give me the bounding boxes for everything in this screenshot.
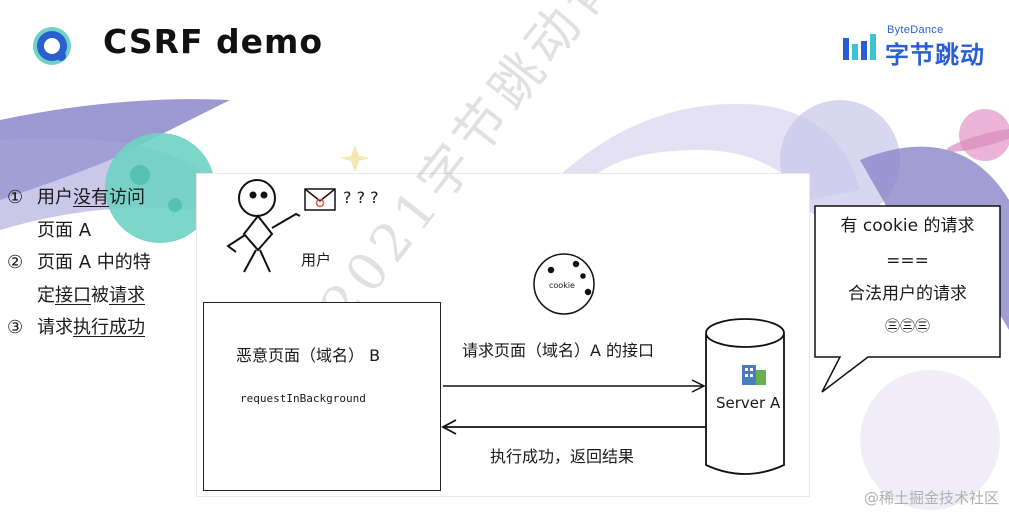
page-b-title: 恶意页面（域名） B xyxy=(236,346,381,365)
brand-name-cn: 字节跳动 xyxy=(885,41,985,69)
user-label: 用户 xyxy=(301,251,332,269)
mail-envelope-icon xyxy=(304,188,336,211)
response-label: 执行成功，返回结果 xyxy=(490,447,635,466)
question-marks: ? ? ? xyxy=(343,188,379,207)
response-arrow xyxy=(441,419,706,435)
bubble-line-3: 合法用户的请求 xyxy=(848,284,967,304)
footer-watermark: @稀土掘金技术社区 xyxy=(863,489,999,507)
cookie-icon xyxy=(533,253,595,315)
page-title: CSRF demo xyxy=(103,22,324,61)
brand-name-en: ByteDance xyxy=(887,24,944,36)
step-1-line-2: 页面 A xyxy=(37,219,92,241)
server-cylinder xyxy=(705,318,785,475)
user-stick-figure-icon xyxy=(226,179,301,273)
server-label: Server A xyxy=(716,394,781,412)
cookie-label: cookie xyxy=(549,281,575,290)
malicious-page-b xyxy=(203,302,441,491)
bubble-line-2: === xyxy=(886,251,929,271)
bytedance-bars-icon xyxy=(843,34,876,60)
speech-bubble xyxy=(814,205,1001,393)
step-2-line-2: 定接口被请求 xyxy=(37,284,145,306)
request-label: 请求页面（域名）A 的接口 xyxy=(462,341,655,360)
bubble-line-1: 有 cookie 的请求 xyxy=(840,216,975,236)
request-arrow xyxy=(443,379,706,393)
bubble-line-4: ㊂㊂㊂ xyxy=(884,317,930,335)
brand-logo: ByteDance 字节跳动 xyxy=(843,24,993,69)
building-icon xyxy=(742,365,766,385)
app-logo-icon xyxy=(33,27,71,65)
page-b-code: requestInBackground xyxy=(240,392,366,405)
